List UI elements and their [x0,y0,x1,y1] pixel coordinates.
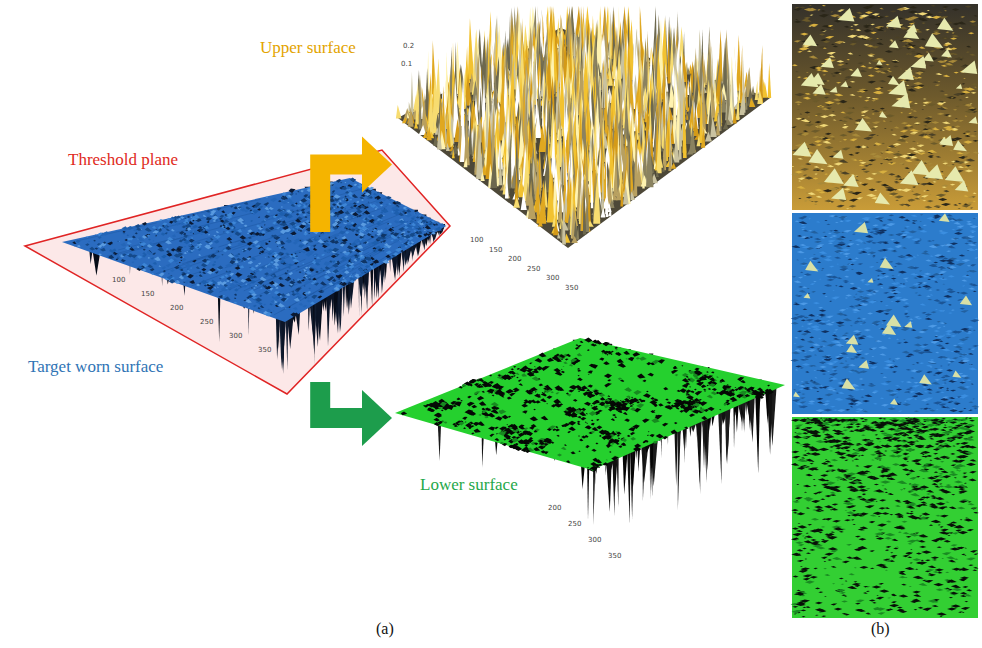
figure-stage: Threshold planeTarget worn surfaceUpper … [0,0,982,648]
